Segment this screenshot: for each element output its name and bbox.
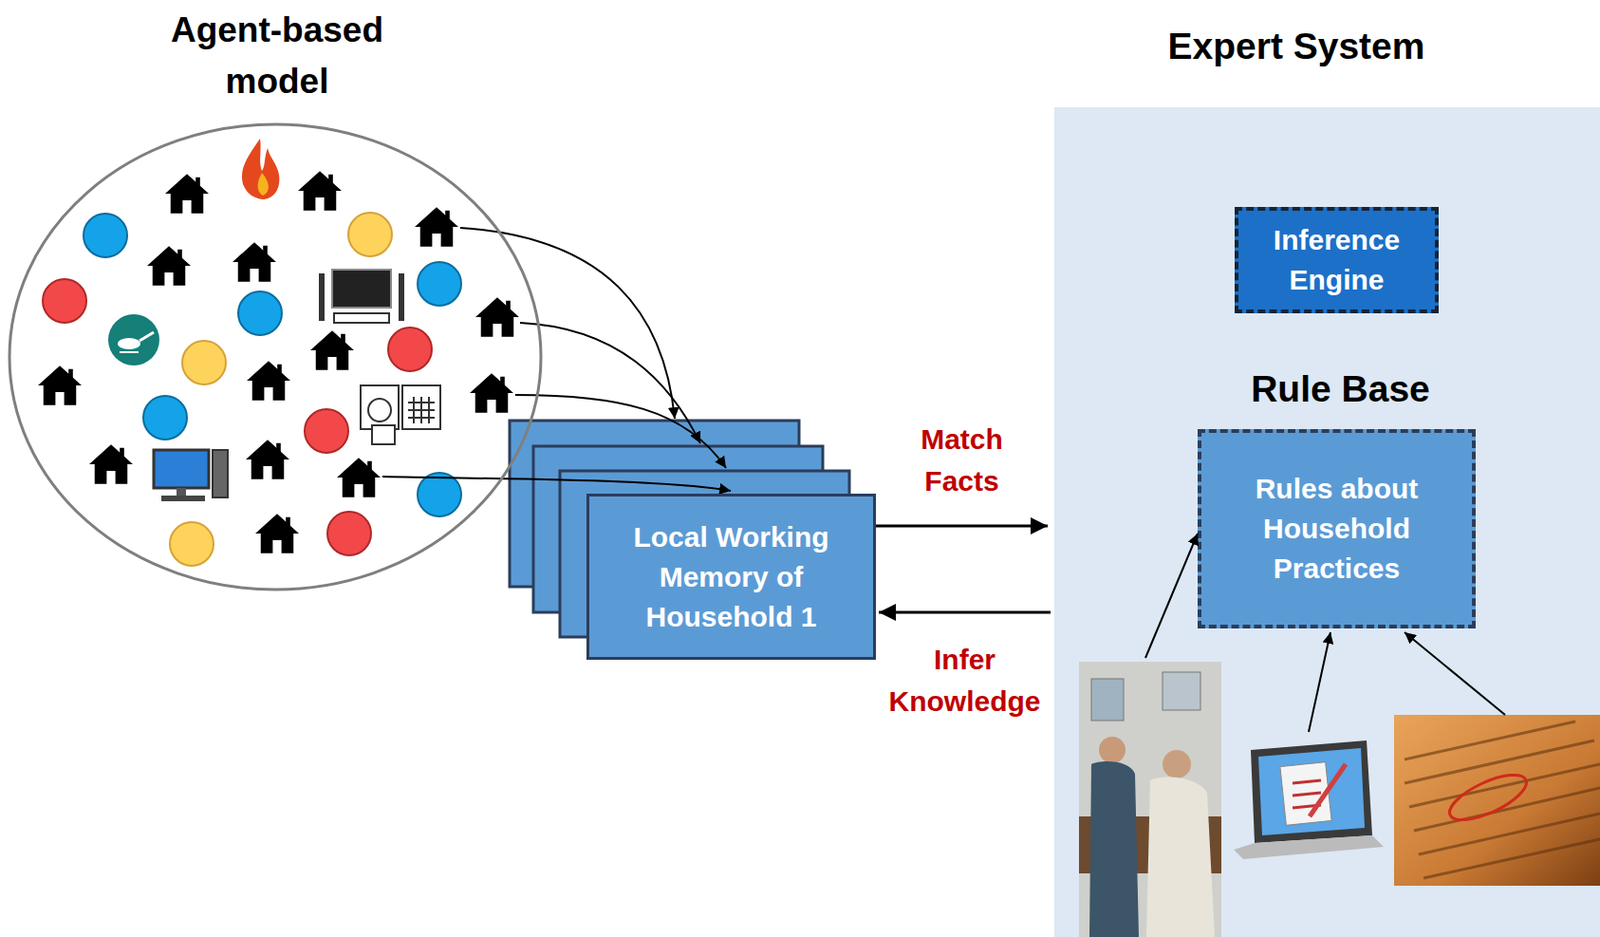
tower — [212, 449, 228, 498]
hob — [119, 351, 139, 354]
house-icon — [37, 365, 82, 405]
leader-line — [520, 322, 701, 444]
speaker — [318, 273, 325, 321]
pan — [117, 337, 141, 350]
agent-dot — [348, 212, 392, 257]
house-icon — [469, 372, 514, 412]
house-icons — [37, 170, 520, 553]
cooking-badge — [108, 314, 160, 366]
agent-population-ellipse: Agent-based model — [7, 122, 543, 592]
engine-box: Inference Engine — [1234, 206, 1439, 314]
washer-icon — [360, 385, 441, 445]
rule-base-box: Rule BaseRules about Household Practices — [1197, 428, 1476, 629]
flame — [241, 138, 280, 200]
agent-dot — [238, 291, 282, 335]
house-icon — [165, 173, 209, 213]
memory-box: Local Working Memory of Household 1 — [586, 493, 876, 660]
agent-dot — [169, 521, 214, 566]
speaker — [398, 273, 405, 321]
basket — [372, 425, 395, 445]
house-icon — [336, 457, 381, 497]
house-icon — [475, 297, 520, 336]
dish-rack — [408, 396, 435, 424]
heating-icon — [241, 138, 280, 200]
leader-line — [515, 394, 726, 468]
house-icon — [255, 513, 299, 553]
house-icon — [310, 330, 354, 370]
washer-door — [368, 398, 391, 422]
heading: Agent-based model — [134, 4, 420, 107]
agent-dot — [83, 213, 128, 258]
heading: Expert System — [1054, 19, 1539, 75]
leader-line — [382, 476, 731, 491]
ellipse-outline — [7, 122, 543, 592]
cooking-icon — [108, 314, 160, 366]
dishwasher — [402, 385, 441, 429]
agent-dot — [304, 409, 349, 453]
house-icon — [245, 439, 290, 479]
box-body: Inference Engine — [1238, 210, 1435, 310]
house-icon — [147, 245, 191, 285]
computer-icon — [153, 449, 228, 502]
expert-system-panel: Expert SystemInference EngineRule BaseRu… — [1054, 107, 1600, 937]
house-icon — [89, 444, 133, 484]
edge-label: Match Facts — [881, 418, 1043, 502]
house-icon — [297, 170, 342, 210]
house-icon — [414, 206, 459, 246]
monitor — [153, 449, 209, 488]
flow-arrow — [878, 611, 1051, 614]
agent-dot — [417, 261, 462, 306]
box-label: Local Working Memory of Household 1 — [598, 517, 864, 637]
box-body: Local Working Memory of Household 1 — [589, 496, 874, 657]
house-icon — [246, 360, 291, 400]
box-body: Rules about Household Practices — [1201, 432, 1472, 625]
flow-arrow — [875, 524, 1048, 528]
agent-dot — [327, 511, 372, 556]
box-label: Inference Engine — [1247, 220, 1426, 300]
agent-dot — [143, 395, 187, 440]
washer — [360, 385, 399, 429]
ellipse-outline — [9, 124, 541, 590]
monitor-neck — [176, 487, 187, 496]
box-label: Rules about Household Practices — [1210, 468, 1463, 589]
agent-dot — [182, 340, 226, 385]
tv-icon — [318, 269, 405, 323]
agent-dot — [42, 279, 87, 323]
house-icon — [232, 241, 277, 281]
tv-stand — [334, 313, 390, 323]
heading: Rule Base — [1163, 362, 1518, 417]
agent-dot — [388, 327, 432, 372]
pan-handle — [139, 332, 154, 341]
flame-core — [258, 172, 269, 196]
agent-dot — [417, 472, 462, 517]
leader-line — [460, 227, 675, 419]
keyboard — [161, 495, 205, 502]
agent-dots — [42, 212, 462, 566]
house-links — [382, 227, 731, 491]
tv-screen — [332, 269, 391, 308]
edge-label: Infer Knowledge — [884, 638, 1046, 722]
